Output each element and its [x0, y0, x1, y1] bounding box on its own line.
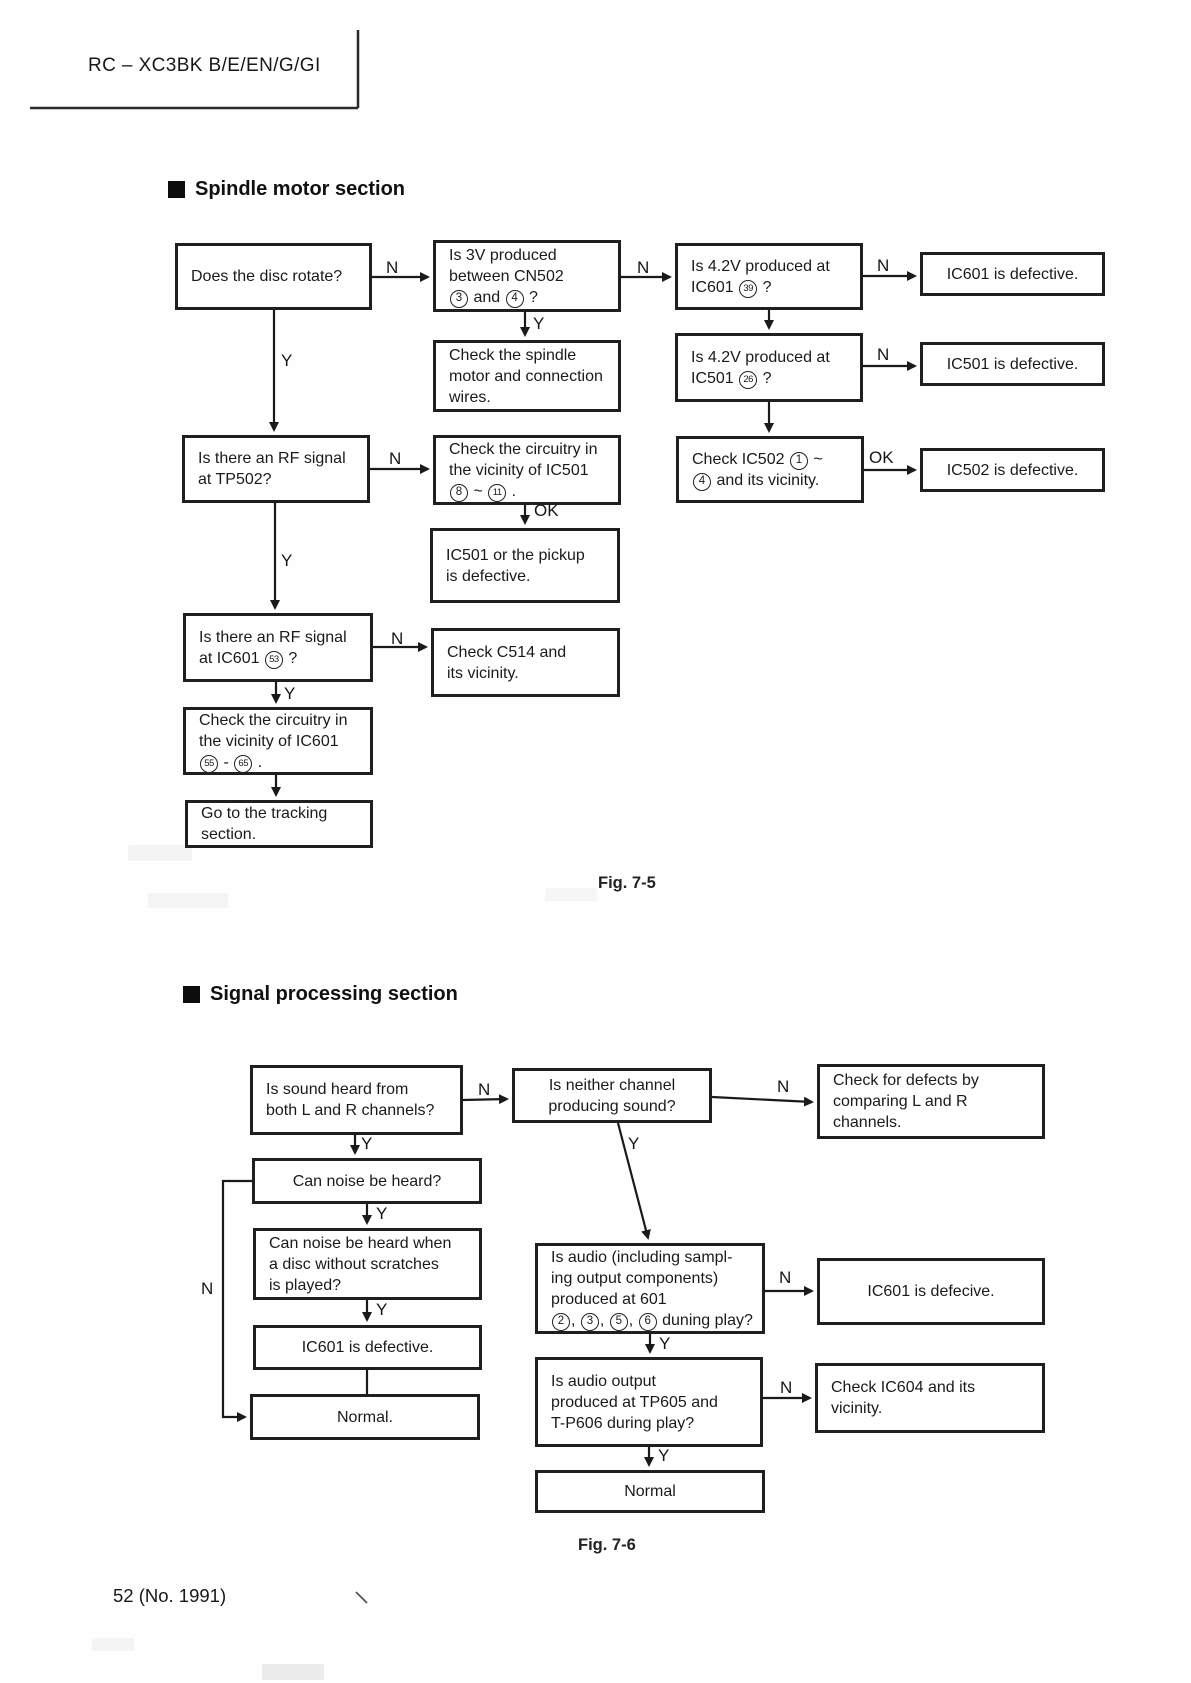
edge-label-y: Y [658, 1446, 670, 1465]
edge-label-n: N [386, 258, 399, 277]
edge-label-y: Y [281, 551, 293, 570]
box-text: Normal. [336, 1408, 393, 1426]
box-text: IC601 is defective. [946, 265, 1079, 283]
scan-artifact [262, 1664, 324, 1680]
box-ic601-defective-2: IC601 is defective. [253, 1325, 482, 1370]
edge-label-n: N [637, 258, 650, 277]
section-square-icon [168, 181, 185, 198]
box-text: IC502 is defective. [946, 461, 1079, 479]
box-does-disc-rotate: Does the disc rotate? [175, 243, 372, 310]
edge-label-n: N [877, 256, 890, 275]
box-text: IC601 is defective. [301, 1339, 434, 1356]
figure-caption-7-6: Fig. 7-6 [578, 1536, 636, 1554]
box-ic501-defective: IC501 is defective. [920, 342, 1105, 386]
box-text: Check IC502 1 ~4 and its vicinity. [692, 450, 823, 491]
scan-artifact [128, 845, 192, 861]
edge-label-n: N [478, 1080, 491, 1099]
edge-label-n: N [201, 1279, 214, 1298]
box-check-ic502: Check IC502 1 ~4 and its vicinity. [676, 436, 864, 503]
box-ic601-defective: IC601 is defective. [920, 252, 1105, 296]
edge-label-n: N [779, 1268, 792, 1287]
figure-caption-7-5: Fig. 7-5 [598, 874, 656, 892]
page-header-model: RC – XC3BK B/E/EN/G/GI [88, 55, 321, 76]
box-text: Is audio (including sampl-ing output com… [551, 1248, 753, 1331]
box-text: IC501 is defective. [946, 355, 1079, 373]
box-noise-heard: Can noise be heard? [252, 1158, 482, 1204]
edge-label-y: Y [361, 1134, 373, 1153]
scan-artifact [545, 888, 597, 901]
section-title-text: Spindle motor section [195, 178, 406, 200]
section-square-icon [183, 986, 200, 1003]
scan-artifact [92, 1638, 134, 1651]
edge-label-y: Y [533, 314, 545, 333]
edge-label-y: Y [284, 684, 296, 703]
edge-label-n: N [777, 1077, 790, 1096]
edge-label-y: Y [281, 351, 293, 370]
edge-label-ok: OK [869, 448, 894, 467]
section-title-text: Signal processing section [210, 983, 458, 1005]
edge-label-ok: OK [534, 501, 559, 520]
section-title-signal: Signal processing section [183, 983, 458, 1006]
box-normal-2: Normal [535, 1470, 765, 1513]
page-number: 52 (No. 1991) [113, 1585, 227, 1606]
box-normal-1: Normal. [250, 1394, 480, 1440]
section-title-spindle: Spindle motor section [168, 178, 405, 201]
edge-label-n: N [391, 629, 404, 648]
box-ic502-defective: IC502 is defective. [920, 448, 1105, 492]
box-ic601-defecive: IC601 is defecive. [817, 1258, 1045, 1325]
box-audio-at-601: Is audio (including sampl-ing output com… [535, 1243, 765, 1334]
edge-label-n: N [780, 1378, 793, 1397]
box-text: Does the disc rotate? [191, 268, 343, 285]
edge-label-n: N [389, 449, 402, 468]
edge-label-y: Y [628, 1134, 640, 1153]
edge-label-y: Y [659, 1334, 671, 1353]
box-text: IC601 is defecive. [867, 1283, 995, 1300]
edge-label-y: Y [376, 1204, 388, 1223]
box-text: Normal [624, 1483, 676, 1500]
edge-label-n: N [877, 345, 890, 364]
scan-artifact [148, 893, 228, 908]
edge-label-y: Y [376, 1300, 388, 1319]
box-text: Can noise be heard? [292, 1172, 442, 1190]
